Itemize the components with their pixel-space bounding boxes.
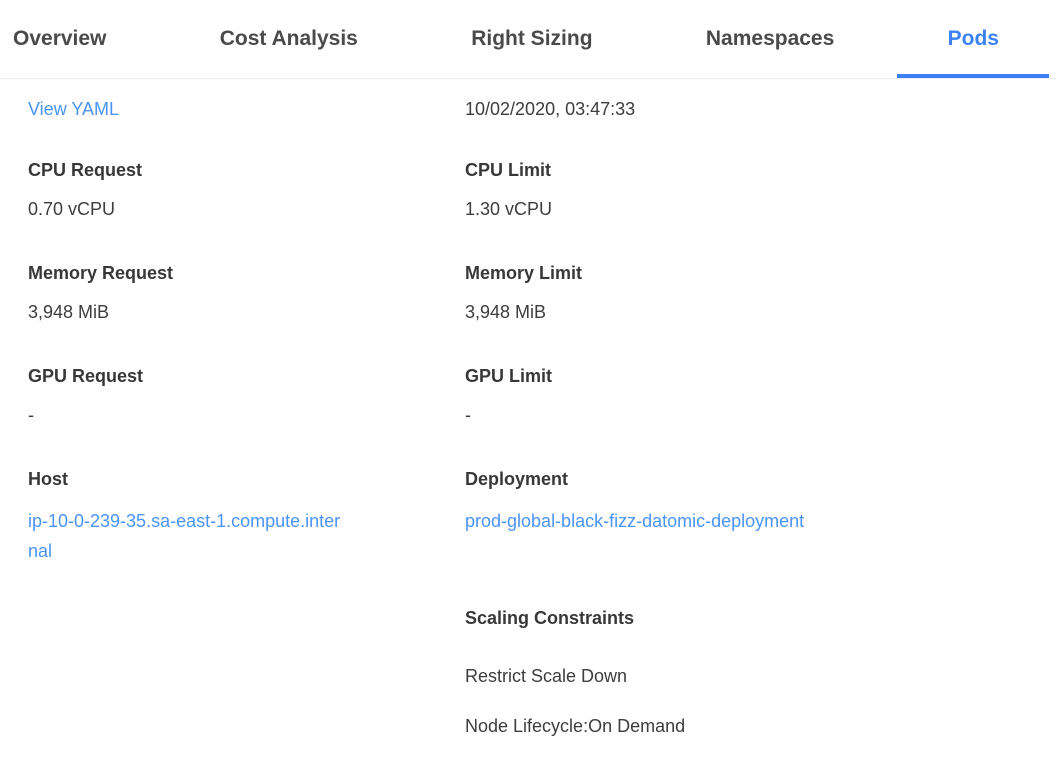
gpu-request-label: GPU Request bbox=[28, 366, 144, 386]
cpu-request-value: 0.70 vCPU bbox=[28, 199, 116, 219]
memory-request-value: 3,948 MiB bbox=[28, 302, 110, 322]
gpu-request-value: - bbox=[28, 405, 34, 425]
field-memory-limit: Memory Limit 3,948 MiB bbox=[465, 261, 1056, 324]
deployment-link[interactable]: prod-global-black-fizz-datomic-deploymen… bbox=[465, 511, 805, 531]
gpu-limit-label: GPU Limit bbox=[465, 366, 553, 386]
memory-limit-value: 3,948 MiB bbox=[465, 302, 547, 322]
deployment-label: Deployment bbox=[465, 469, 569, 489]
field-memory-request: Memory Request 3,948 MiB bbox=[28, 261, 465, 324]
cpu-limit-label: CPU Limit bbox=[465, 160, 552, 180]
tab-right-sizing[interactable]: Right Sizing bbox=[471, 27, 593, 50]
host-label: Host bbox=[28, 469, 68, 489]
scaling-constraint-item: Node Lifecycle:On Demand bbox=[465, 716, 686, 736]
field-cpu-limit: CPU Limit 1.30 vCPU bbox=[465, 158, 1056, 221]
field-deployment: Deployment prod-global-black-fizz-datomi… bbox=[465, 467, 1056, 566]
cpu-request-label: CPU Request bbox=[28, 160, 143, 180]
field-cpu-request: CPU Request 0.70 vCPU bbox=[28, 158, 465, 221]
empty-cell bbox=[28, 606, 465, 764]
memory-request-label: Memory Request bbox=[28, 263, 174, 283]
tab-pods[interactable]: Pods bbox=[948, 0, 999, 78]
tab-overview[interactable]: Overview bbox=[13, 27, 107, 50]
scaling-constraints-label: Scaling Constraints bbox=[465, 608, 635, 628]
view-yaml-link[interactable]: View YAML bbox=[28, 99, 120, 119]
field-gpu-limit: GPU Limit - bbox=[465, 364, 1056, 427]
view-yaml-cell: View YAML bbox=[28, 97, 465, 121]
last-updated-timestamp: 10/02/2020, 03:47:33 bbox=[465, 99, 636, 119]
timestamp-cell: 10/02/2020, 03:47:33 bbox=[465, 97, 1056, 121]
pod-details-panel: View YAML 10/02/2020, 03:47:33 CPU Reque… bbox=[0, 79, 1056, 764]
host-link[interactable]: ip-10-0-239-35.sa-east-1.compute.interna… bbox=[28, 511, 341, 561]
memory-limit-label: Memory Limit bbox=[465, 263, 583, 283]
gpu-limit-value: - bbox=[465, 405, 471, 425]
tab-bar: Overview Cost Analysis Right Sizing Name… bbox=[0, 0, 1056, 79]
field-gpu-request: GPU Request - bbox=[28, 364, 465, 427]
scaling-constraint-item: Restrict Scale Down bbox=[465, 666, 628, 686]
tab-namespaces[interactable]: Namespaces bbox=[705, 27, 835, 50]
cpu-limit-value: 1.30 vCPU bbox=[465, 199, 553, 219]
field-scaling-constraints: Scaling Constraints Restrict Scale Down … bbox=[465, 606, 1056, 764]
tab-cost-analysis[interactable]: Cost Analysis bbox=[219, 27, 358, 50]
field-host: Host ip-10-0-239-35.sa-east-1.compute.in… bbox=[28, 467, 465, 566]
